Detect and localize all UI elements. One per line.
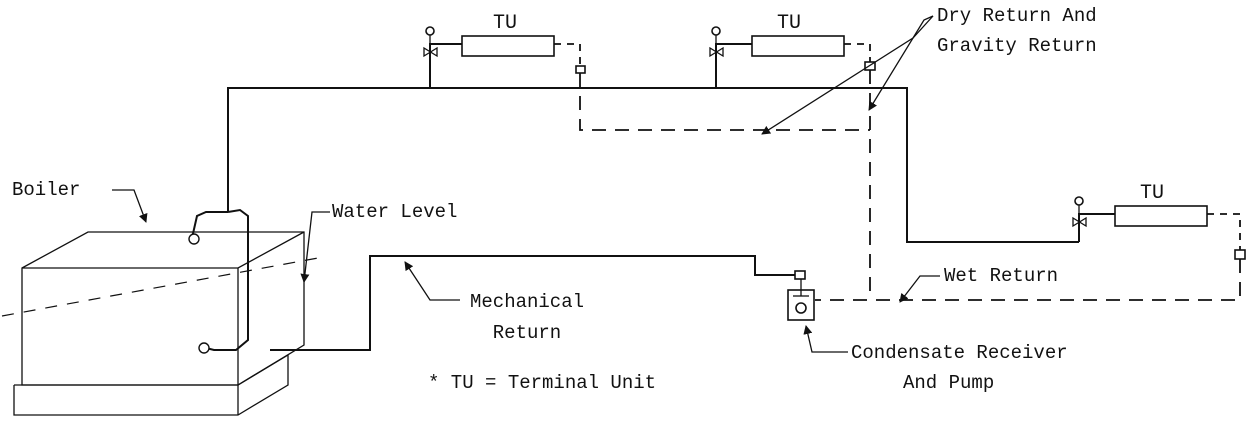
leader-arrows: [112, 15, 940, 353]
condensate-label-line1: Condensate Receiver: [851, 342, 1068, 364]
steam-trap-4: [794, 270, 806, 280]
condensate-receiver: [787, 279, 815, 321]
dry-return-line: [579, 73, 870, 131]
tu2-supply-branch: [715, 43, 752, 88]
valve-icon: [709, 26, 724, 58]
mechanical-return-label-line1: Mechanical: [469, 291, 585, 313]
boiler-label: Boiler: [12, 179, 81, 201]
tu1-return-line: [554, 43, 581, 66]
steam-supply-main: [227, 87, 1079, 243]
tu2-return-line: [844, 43, 871, 62]
tu3-supply-branch: [1078, 213, 1115, 242]
steam-trap-3: [1234, 249, 1246, 260]
tu1-supply-branch: [429, 43, 462, 88]
terminal-unit-1: [461, 35, 555, 57]
tu3-return-line: [1207, 213, 1241, 250]
dry-return-label-line2: Gravity Return: [937, 35, 1097, 57]
tu-label-2: TU: [777, 12, 802, 35]
footnote: * TU = Terminal Unit: [428, 372, 657, 394]
terminal-unit-3: [1114, 205, 1208, 227]
mechanical-return-line: [270, 255, 800, 351]
condensate-label-line2: And Pump: [903, 372, 995, 394]
water-level-label: Water Level: [332, 201, 458, 223]
water-level-line: [1, 257, 319, 317]
dry-return-label-line1: Dry Return And: [937, 5, 1097, 27]
mechanical-return-label-line2: Return: [492, 322, 562, 344]
wet-return-label: Wet Return: [944, 265, 1059, 287]
steam-trap-1: [575, 65, 586, 74]
boiler-body: [13, 231, 305, 416]
boiler-connections: [188, 208, 249, 354]
tu-label-1: TU: [493, 12, 518, 35]
valve-icon: [1072, 196, 1087, 228]
valve-icon: [423, 26, 438, 58]
wet-return-line: [815, 259, 1241, 301]
terminal-unit-2: [751, 35, 845, 57]
tu-label-3: TU: [1140, 182, 1165, 205]
